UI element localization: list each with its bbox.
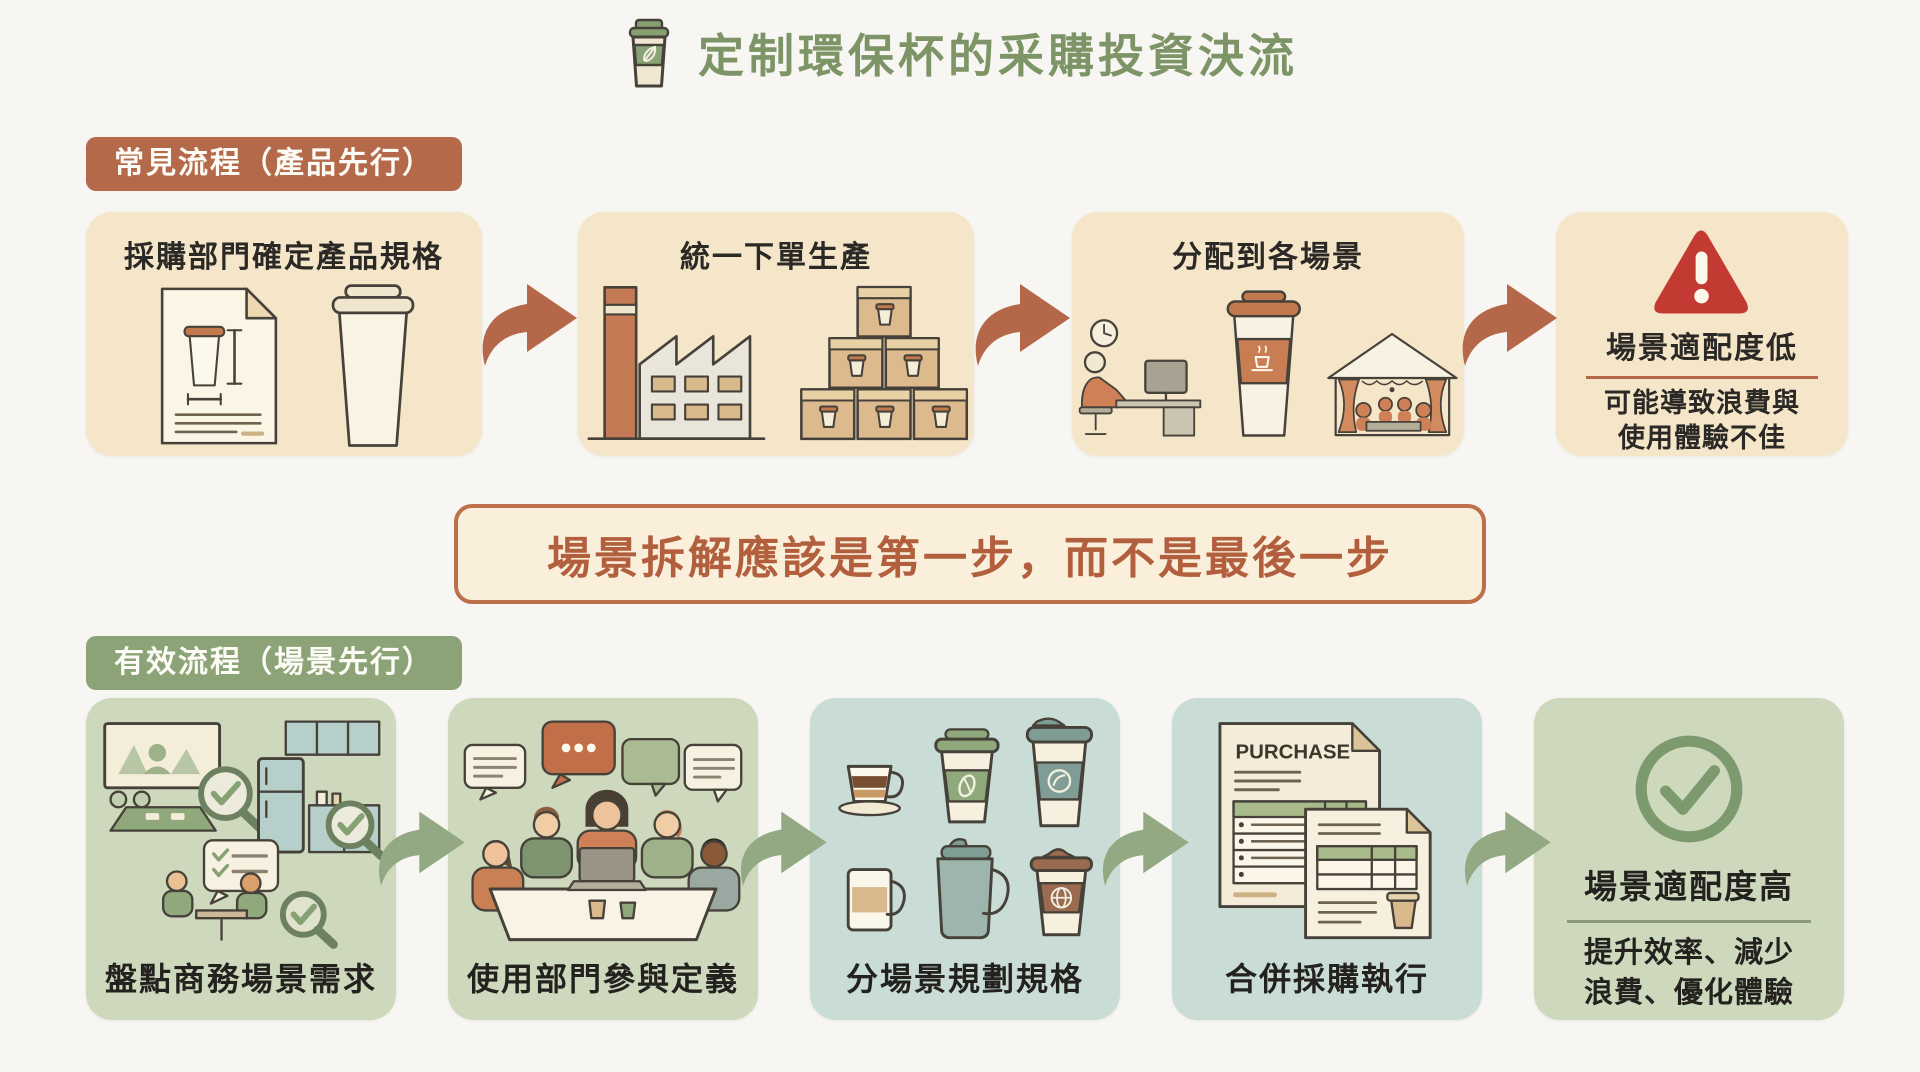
warning-triangle-icon: [1654, 230, 1748, 314]
spec-document-icon: [160, 287, 278, 445]
flow-arrow-icon: [378, 811, 465, 886]
purchase-orders-illustration: PURCHASE: [1218, 722, 1432, 940]
result-title: 場景適配度高: [1584, 868, 1794, 905]
step-card-distribution: 分配到各場景: [1072, 212, 1464, 456]
warning-desc-line: 可能導致浪費與: [1604, 388, 1800, 418]
warning-desc-line: 使用體驗不佳: [1618, 423, 1786, 453]
flow-arrow-icon: [1462, 284, 1557, 366]
step-card-user-definition: 使用部門參與定義: [448, 698, 758, 1020]
divider: [1586, 376, 1818, 379]
step-label: 使用部門參與定義: [466, 961, 739, 997]
step-card-product-specs: 採購部門確定產品規格: [86, 212, 482, 456]
flow-arrow-icon: [975, 284, 1070, 366]
step-card-scene-specs: 分場景規劃規格: [810, 698, 1120, 1020]
step-card-scene-audit: 盤點商務場景需求: [86, 698, 396, 1020]
result-desc-line: 提升效率、減少: [1583, 937, 1794, 969]
office-desk-worker-icon: [1078, 319, 1202, 437]
flow-arrow-icon: [740, 811, 827, 886]
scene-audit-illustration: [103, 720, 386, 949]
cup-lineup-illustration: [838, 717, 1093, 940]
box: [855, 388, 912, 441]
step-label: 分場景規劃規格: [845, 961, 1084, 997]
result-desc-line: 浪費、優化體驗: [1583, 977, 1794, 1009]
flow-arrow-icon: [482, 284, 577, 366]
step-card-production: 統一下單生產: [578, 212, 974, 456]
flow-arrow-icon: [1464, 811, 1551, 886]
key-message-banner: 場景拆解應該是第一步，而不是最後一步: [454, 504, 1486, 604]
shipping-boxes-icon: [799, 285, 968, 441]
step-title: 採購部門確定產品規格: [124, 241, 444, 274]
box: [912, 388, 968, 441]
eco-cup-leaf-icon: [628, 18, 670, 88]
factory-icon: [587, 285, 765, 441]
team-meeting-illustration: [463, 720, 743, 942]
warning-title: 場景適配度低: [1606, 332, 1798, 366]
purchase-doc-header: PURCHASE: [1236, 741, 1351, 764]
key-message-text: 場景拆解應該是第一步，而不是最後一步: [547, 534, 1393, 583]
step-label: 合併採購執行: [1224, 961, 1429, 997]
box: [827, 336, 884, 390]
step-title: 統一下單生產: [680, 241, 872, 274]
box: [855, 285, 912, 338]
box: [799, 388, 856, 441]
event-tent-icon: [1327, 332, 1458, 437]
page-title: 定制環保杯的采購投資決流: [698, 30, 1298, 82]
step-card-consolidated-purchase: PURCHASE: [1172, 698, 1482, 1020]
result-card: 場景適配度高 提升效率、減少 浪費、優化體驗: [1534, 698, 1844, 1020]
step-label: 盤點商務場景需求: [104, 961, 377, 997]
branded-cup-icon: [1226, 290, 1301, 437]
step-title: 分配到各場景: [1172, 241, 1364, 274]
divider: [1567, 920, 1811, 923]
page-header: 定制環保杯的采購投資決流: [0, 18, 1920, 88]
flow-arrow-icon: [1102, 811, 1189, 886]
common-flow-badge: 常見流程（產品先行）: [86, 137, 462, 191]
warning-card: 場景適配度低 可能導致浪費與 使用體驗不佳: [1556, 212, 1848, 456]
paper-cup-icon: [331, 284, 415, 447]
check-circle-icon: [1635, 735, 1743, 843]
box: [883, 336, 940, 390]
effective-flow-badge: 有效流程（場景先行）: [86, 636, 462, 690]
